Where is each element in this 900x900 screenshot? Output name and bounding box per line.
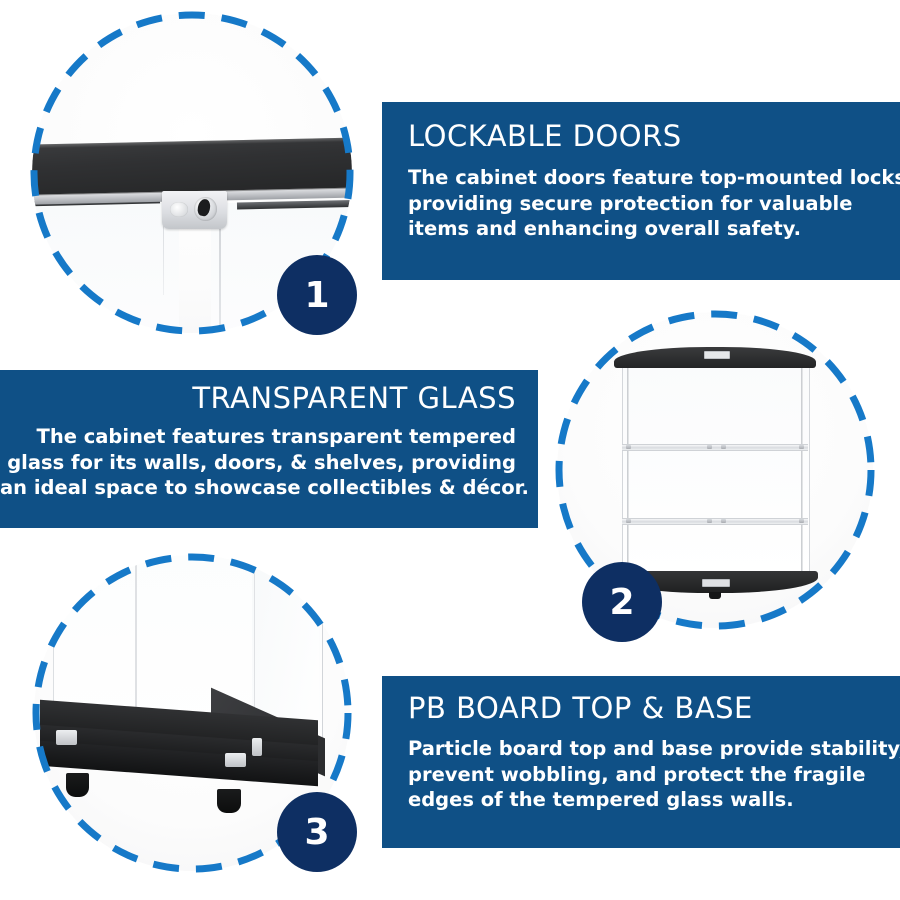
corner-bracket xyxy=(56,730,77,745)
cabinet-foot-right xyxy=(217,788,241,813)
shelf-clip xyxy=(707,444,713,450)
cabinet-post-right xyxy=(801,366,804,572)
feature-1-body-line-1: The cabinet doors feature top-mounted lo… xyxy=(408,166,900,190)
shelf-clip xyxy=(625,518,631,523)
corner-bracket xyxy=(252,738,262,756)
top-label-plate xyxy=(703,350,731,360)
display-cabinet xyxy=(611,346,819,600)
corner-bracket xyxy=(225,752,246,768)
glass-walls xyxy=(622,366,810,572)
feature-1-text-panel: LOCKABLE DOORS The cabinet doors feature… xyxy=(382,102,900,280)
feature-3-body-line-3: edges of the tempered glass walls. xyxy=(408,788,794,812)
feature-1-number: 1 xyxy=(304,274,330,316)
glass-seam-left xyxy=(135,555,137,732)
shelf-clip xyxy=(720,444,726,450)
cabinet-post-left xyxy=(626,366,629,572)
glass-shelf-lower xyxy=(622,518,808,525)
lock-wing-hardware xyxy=(170,202,188,217)
feature-3-body-line-1: Particle board top and base provide stab… xyxy=(408,737,900,761)
feature-2-title: TRANSPARENT GLASS xyxy=(192,381,516,415)
shelf-clip xyxy=(799,518,805,523)
feature-3-body: Particle board top and base provide stab… xyxy=(408,736,900,812)
feature-3-text-panel: PB BOARD TOP & BASE Particle board top a… xyxy=(382,676,900,848)
feature-2-body: The cabinet features transparent tempere… xyxy=(0,424,529,500)
feature-1-number-badge: 1 xyxy=(277,255,357,335)
glass-door-left xyxy=(32,203,180,333)
feature-2-body-line-2: glass for its walls, doors, & shelves, p… xyxy=(7,450,516,474)
feature-2-number-badge: 2 xyxy=(582,562,662,642)
feature-2-text-panel: TRANSPARENT GLASS The cabinet features t… xyxy=(0,370,538,528)
glass-shelf-upper xyxy=(622,444,808,451)
feature-2-body-line-1: The cabinet features transparent tempere… xyxy=(36,425,516,449)
feature-3-number-badge: 3 xyxy=(277,792,357,872)
feature-1-body-line-2: providing secure protection for valuable xyxy=(408,191,853,215)
cabinet-top-panel xyxy=(32,137,352,195)
feature-3-title: PB BOARD TOP & BASE xyxy=(408,691,753,725)
feature-3-body-line-2: prevent wobbling, and protect the fragil… xyxy=(408,762,866,786)
shelf-clip xyxy=(799,444,805,450)
shelf-clip xyxy=(625,444,631,450)
cabinet-foot xyxy=(709,591,721,600)
feature-2-number: 2 xyxy=(609,581,635,623)
feature-2-body-line-3: an ideal space to showcase collectibles … xyxy=(0,476,529,500)
cabinet-foot-left xyxy=(65,773,90,797)
shelf-clip xyxy=(707,518,713,523)
feature-3-number: 3 xyxy=(304,811,330,853)
feature-1-title: LOCKABLE DOORS xyxy=(408,119,682,153)
feature-1-body-line-3: items and enhancing overall safety. xyxy=(408,217,802,241)
base-label-plate xyxy=(701,579,731,588)
shelf-clip xyxy=(720,518,726,523)
feature-1-body: The cabinet doors feature top-mounted lo… xyxy=(408,165,900,241)
